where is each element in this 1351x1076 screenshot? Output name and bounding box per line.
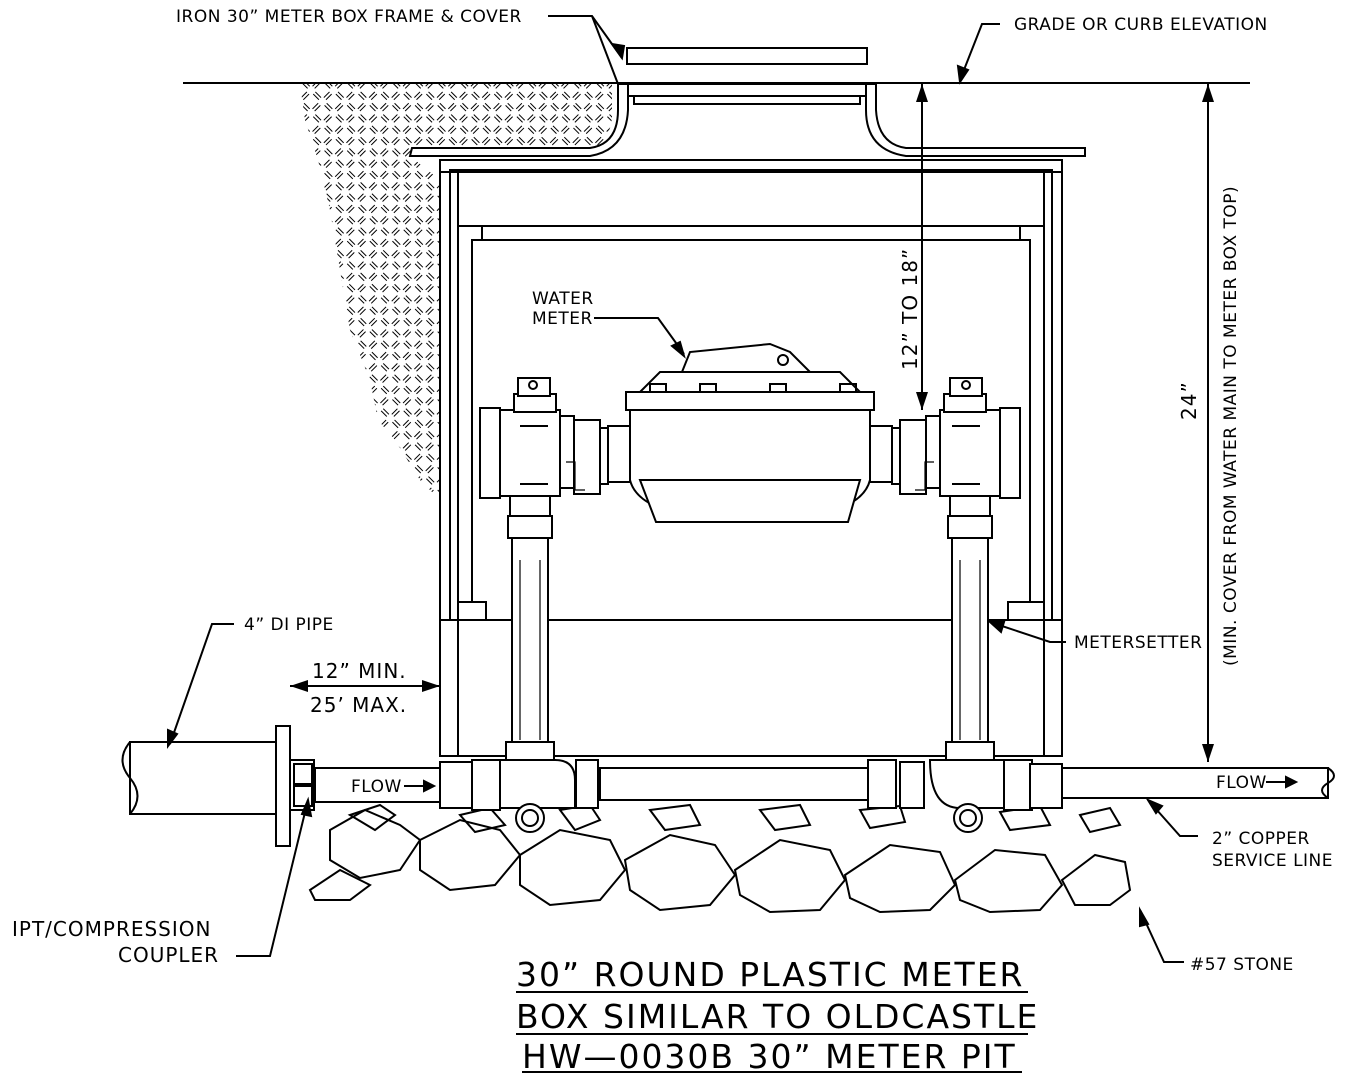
water-meter	[607, 342, 893, 523]
drawing-title: 30” ROUND PLASTIC METER BOX SIMILAR TO O…	[516, 955, 1039, 1076]
dimension-12-min-25-max	[290, 680, 440, 692]
water-meter-label-line1: WATER	[532, 289, 594, 309]
dimension-24-label: 24”	[1177, 381, 1201, 420]
soil-section	[300, 84, 612, 500]
leader-lines	[167, 15, 1299, 963]
metersetter-right	[945, 493, 995, 761]
copper-label-line2: SERVICE LINE	[1212, 851, 1333, 871]
di-pipe	[121, 725, 315, 847]
stone-label: #57 STONE	[1190, 955, 1294, 975]
metersetter-left	[505, 493, 555, 761]
service-line	[314, 759, 1335, 833]
meter-box-body	[439, 159, 1063, 757]
iron-frame	[408, 83, 1086, 157]
metersetter-label: METERSETTER	[1074, 633, 1202, 653]
meter-box-cover	[626, 47, 868, 65]
grade-label: GRADE OR CURB ELEVATION	[1014, 15, 1268, 35]
twelve-min-label: 12” MIN.	[312, 659, 407, 683]
copper-label-line1: 2” COPPER	[1212, 829, 1310, 849]
ipt-label-line2: COUPLER	[118, 943, 219, 967]
title-line-3: HW—0030B 30” METER PIT	[522, 1037, 1017, 1076]
angle-valve-left	[479, 377, 609, 499]
dimension-24	[1202, 84, 1214, 762]
twenty-five-max-label: 25’ MAX.	[310, 693, 407, 717]
dimension-12-to-18	[916, 84, 928, 410]
dimension-12-to-18-label: 12” TO 18”	[898, 248, 922, 370]
angle-valve-right	[891, 377, 1021, 499]
flow-left-label: FLOW	[351, 777, 402, 797]
water-meter-label-line2: METER	[532, 309, 593, 329]
stone-bed	[308, 803, 1132, 914]
frame-cover-label: IRON 30” METER BOX FRAME & COVER	[176, 7, 522, 27]
title-line-2: BOX SIMILAR TO OLDCASTLE	[516, 997, 1039, 1036]
flow-right-label: FLOW	[1216, 773, 1267, 793]
title-line-1: 30” ROUND PLASTIC METER	[516, 955, 1024, 994]
ipt-label-line1: IPT/COMPRESSION	[12, 917, 211, 941]
min-cover-label: (MIN. COVER FROM WATER MAIN TO METER BOX…	[1221, 186, 1241, 666]
di-pipe-label: 4” DI PIPE	[244, 615, 334, 635]
